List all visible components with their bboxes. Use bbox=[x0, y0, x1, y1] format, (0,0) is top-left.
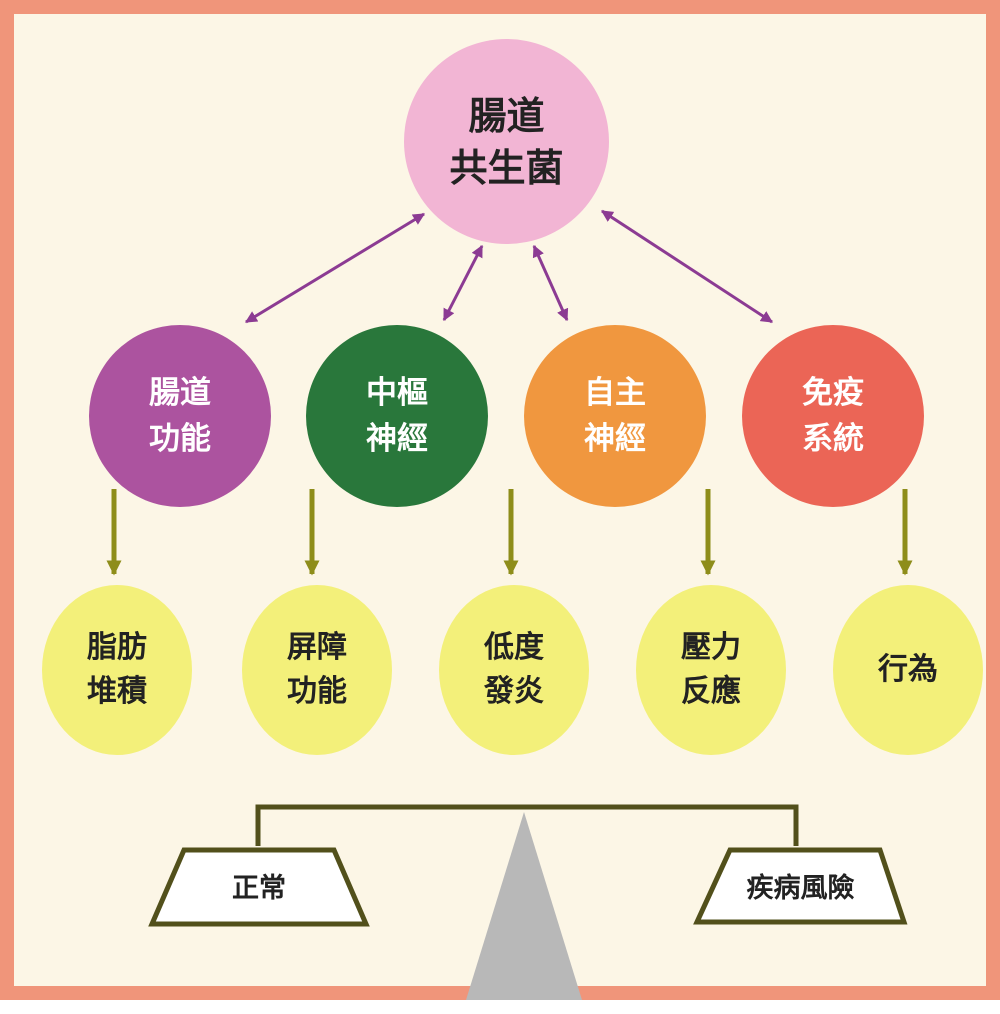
link-top-gut-function bbox=[244, 212, 426, 324]
node-label-line: 自主 bbox=[584, 375, 646, 411]
balance-label-normal: 正常 bbox=[232, 873, 286, 904]
link-top-cns bbox=[442, 244, 484, 322]
node-behavior: 行為 bbox=[833, 585, 983, 755]
node-label-line: 腸道 bbox=[468, 93, 545, 138]
node-immune-system: 免疫 系統 bbox=[742, 325, 924, 507]
node-label-line: 免疫 bbox=[802, 375, 864, 411]
link-top-ans bbox=[532, 244, 569, 322]
node-label-line: 行為 bbox=[878, 652, 938, 687]
node-label-line: 堆積 bbox=[87, 674, 147, 709]
node-autonomic-nervous-system: 自主 神經 bbox=[524, 325, 706, 507]
node-label-line: 壓力 bbox=[681, 630, 741, 665]
fulcrum-triangle bbox=[466, 812, 582, 1000]
node-label-line: 中樞 bbox=[366, 375, 428, 411]
node-fat-accumulation: 脂肪 堆積 bbox=[42, 585, 192, 755]
balance-label-disease-risk: 疾病風險 bbox=[746, 873, 855, 904]
node-label-line: 系統 bbox=[802, 421, 864, 457]
node-label-line: 脂肪 bbox=[87, 630, 147, 665]
right-pan bbox=[693, 847, 908, 925]
node-label-line: 屏障 bbox=[287, 630, 347, 665]
diagram-edges bbox=[106, 209, 913, 1000]
node-label-line: 功能 bbox=[149, 421, 211, 457]
node-barrier-function: 屏障 功能 bbox=[242, 585, 392, 755]
link-top-immune bbox=[600, 209, 774, 324]
node-gut-microbiota: 腸道 共生菌 bbox=[404, 39, 609, 244]
node-label-line: 神經 bbox=[584, 421, 646, 457]
node-stress-response: 壓力 反應 bbox=[636, 585, 786, 755]
node-low-grade-inflammation: 低度 發炎 bbox=[439, 585, 589, 755]
node-label-line: 低度 bbox=[484, 630, 544, 665]
node-label-line: 共生菌 bbox=[449, 145, 564, 190]
node-label-line: 發炎 bbox=[484, 674, 544, 709]
node-gut-function: 腸道 功能 bbox=[89, 325, 271, 507]
left-pan bbox=[148, 847, 370, 927]
node-label-line: 功能 bbox=[287, 674, 347, 709]
node-label-line: 腸道 bbox=[149, 375, 211, 411]
node-label-line: 神經 bbox=[366, 421, 428, 457]
node-central-nervous-system: 中樞 神經 bbox=[306, 325, 488, 507]
balance-beam bbox=[255, 804, 799, 846]
node-label-line: 反應 bbox=[681, 674, 741, 709]
